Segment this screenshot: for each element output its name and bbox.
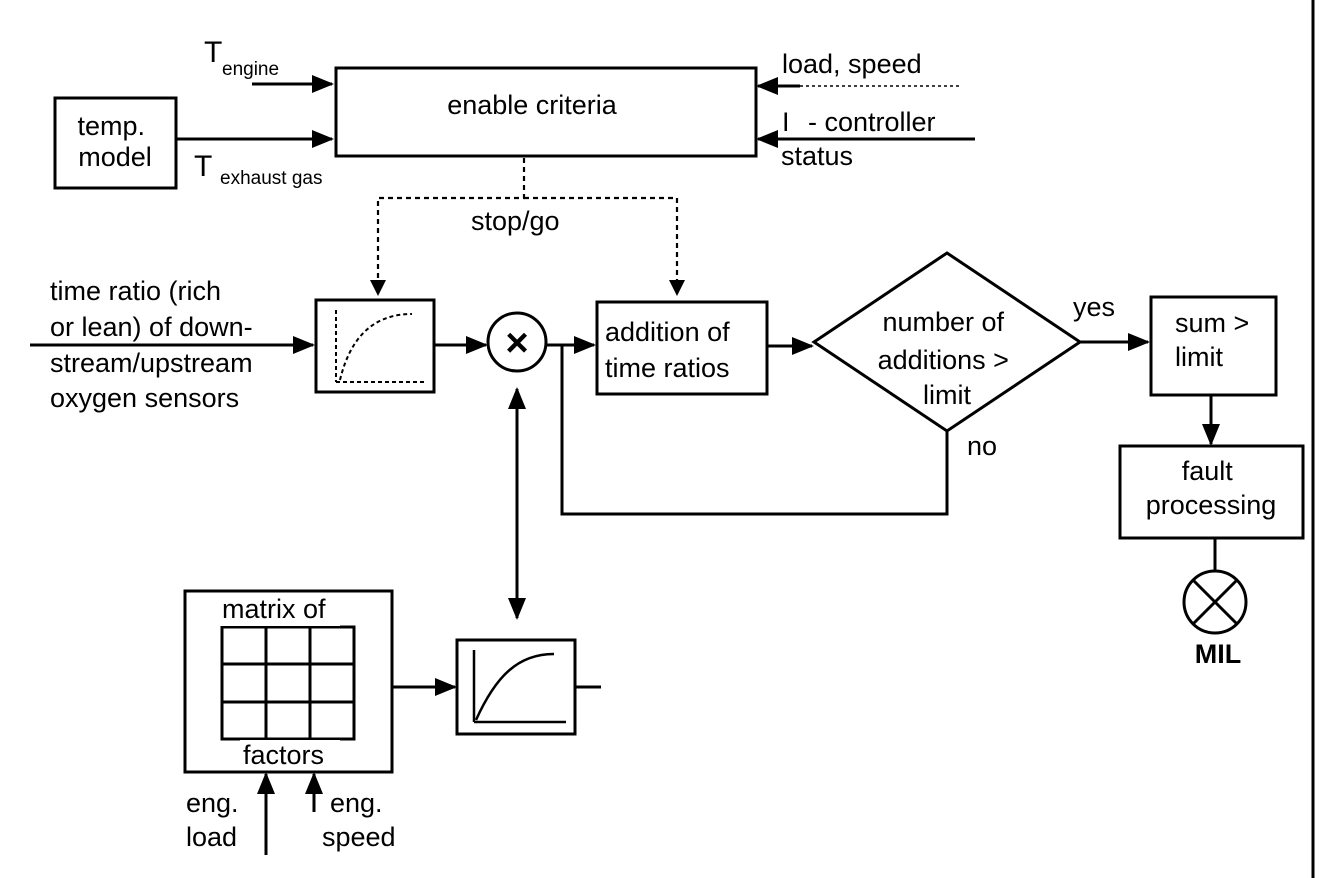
fault-processing-box: [1118, 444, 1305, 540]
matrix-bottom-label: factors: [243, 740, 324, 770]
stop-go-label: stop/go: [471, 206, 560, 236]
no-label: no: [967, 431, 997, 461]
mil-lamp-cross-2: [1191, 578, 1239, 626]
addition-label: addition of time ratios: [605, 317, 737, 383]
temp-model-box: [53, 96, 178, 190]
matrix-grid: [220, 625, 356, 741]
eng-load-label: eng. load: [186, 788, 246, 852]
no-feedback-line: [560, 345, 949, 516]
filter-box: [314, 298, 436, 394]
enable-criteria-label: enable criteria: [447, 90, 618, 120]
addition-box: [595, 300, 769, 396]
multiplier-symbol: ×: [505, 321, 528, 365]
eng-speed-label: eng. speed: [322, 788, 396, 852]
temp-model-label: temp. model: [77, 111, 152, 172]
stop-go-arrow-left: [370, 280, 386, 296]
stop-go-line: [376, 158, 526, 290]
t-engine-label: T: [204, 36, 222, 69]
mil-label: MIL: [1195, 639, 1242, 669]
controller-i-label: I: [782, 107, 790, 137]
controller-label: - controller: [808, 107, 936, 137]
t-engine-subscript: engine: [222, 59, 279, 80]
multiplier-node: [486, 311, 548, 373]
load-speed-label: load, speed: [782, 49, 922, 79]
matrix-top-label: matrix of: [222, 594, 326, 624]
filter-curve: [339, 313, 413, 381]
time-ratio-label: time ratio (rich or lean) of down- strea…: [50, 276, 260, 413]
correction-curve: [474, 652, 555, 721]
t-exhaust-subscript: exhaust gas: [220, 168, 322, 189]
yes-label: yes: [1073, 292, 1115, 322]
controller-status-label: status: [781, 141, 853, 171]
fault-processing-label: fault processing: [1146, 456, 1277, 520]
sum-limit-label: sum > limit: [1175, 308, 1257, 372]
enable-criteria-box: [334, 66, 758, 158]
stop-go-arrow-right: [669, 280, 685, 296]
sum-limit-box: [1149, 295, 1278, 397]
t-exhaust-label: T: [194, 150, 212, 183]
stop-go-line-right: [524, 196, 679, 290]
decision-label: number of additions > limit: [878, 307, 1017, 410]
